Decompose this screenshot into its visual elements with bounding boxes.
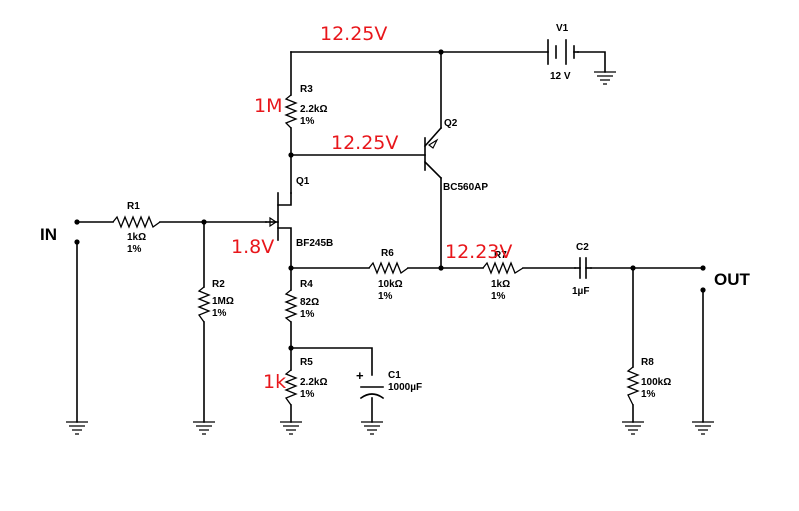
r8-tolerance: 1% bbox=[641, 389, 656, 400]
q2-base-annotation: 12.25V bbox=[331, 132, 398, 154]
capacitor-c2: C2 1µF bbox=[572, 242, 592, 297]
q1-model: BF245B bbox=[296, 238, 333, 249]
resistor-r5: R5 2.2kΩ 1% bbox=[284, 357, 327, 406]
r2-value: 1MΩ bbox=[212, 296, 234, 307]
ground-symbols bbox=[66, 71, 714, 435]
r7-ref: R7 bbox=[494, 250, 507, 261]
r3-tolerance: 1% bbox=[300, 116, 315, 127]
c1-value: 1000µF bbox=[388, 382, 422, 393]
r4-value: 82Ω bbox=[300, 297, 319, 308]
q2-collector-annotation: 12.23V bbox=[445, 241, 512, 263]
ground-icon bbox=[692, 421, 714, 435]
resistor-r6: R6 10kΩ 1% bbox=[368, 248, 409, 302]
resistor-r7: R7 1kΩ 1% bbox=[482, 250, 524, 302]
resistor-r4: R4 82Ω 1% bbox=[284, 279, 319, 323]
r6-value: 10kΩ bbox=[378, 279, 403, 290]
r5-tolerance: 1% bbox=[300, 389, 315, 400]
r8-ref: R8 bbox=[641, 357, 654, 368]
r3-annotation: 1M bbox=[254, 95, 282, 117]
r8-value: 100kΩ bbox=[641, 377, 671, 388]
r4-ref: R4 bbox=[300, 279, 313, 290]
r3-ref: R3 bbox=[300, 84, 313, 95]
input-port-label: IN bbox=[40, 225, 57, 244]
ground-icon bbox=[622, 421, 644, 435]
r3-value: 2.2kΩ bbox=[300, 104, 327, 115]
r7-tolerance: 1% bbox=[491, 291, 506, 302]
battery-v1: V1 12 V bbox=[547, 23, 579, 82]
ground-icon bbox=[280, 421, 302, 435]
ground-icon bbox=[66, 421, 88, 435]
output-port-label: OUT bbox=[714, 270, 751, 289]
q1-source-annotation: 1.8V bbox=[231, 236, 274, 258]
r5-ref: R5 bbox=[300, 357, 313, 368]
capacitor-c1: + C1 1000µF bbox=[356, 368, 422, 400]
r6-tolerance: 1% bbox=[378, 291, 393, 302]
r1-ref: R1 bbox=[127, 201, 140, 212]
pnp-q2: Q2 BC560AP bbox=[423, 118, 488, 193]
c1-polarity: + bbox=[356, 368, 364, 383]
wires bbox=[76, 51, 704, 423]
jfet-q1: Q1 BF245B bbox=[265, 176, 333, 249]
r1-tolerance: 1% bbox=[127, 244, 142, 255]
r5-value: 2.2kΩ bbox=[300, 377, 327, 388]
v1-ref: V1 bbox=[556, 23, 569, 34]
resistor-r3: R3 2.2kΩ 1% bbox=[284, 84, 327, 129]
ground-icon bbox=[361, 421, 383, 435]
r7-value: 1kΩ bbox=[491, 279, 510, 290]
ground-icon bbox=[594, 71, 616, 85]
c1-ref: C1 bbox=[388, 370, 401, 381]
q2-ref: Q2 bbox=[444, 118, 458, 129]
v1-value: 12 V bbox=[550, 71, 571, 82]
c2-ref: C2 bbox=[576, 242, 589, 253]
r5-annotation: 1k bbox=[263, 371, 286, 393]
resistor-r1: R1 1kΩ 1% bbox=[112, 201, 161, 255]
junction-dots bbox=[74, 49, 706, 351]
r1-value: 1kΩ bbox=[127, 232, 146, 243]
q2-model: BC560AP bbox=[443, 182, 488, 193]
r6-ref: R6 bbox=[381, 248, 394, 259]
c2-value: 1µF bbox=[572, 286, 589, 297]
r2-tolerance: 1% bbox=[212, 308, 227, 319]
resistor-r2: R2 1MΩ 1% bbox=[197, 279, 234, 323]
r2-ref: R2 bbox=[212, 279, 225, 290]
q1-ref: Q1 bbox=[296, 176, 310, 187]
supply-rail-annotation: 12.25V bbox=[320, 23, 387, 45]
voltage-annotations: 12.25V 1M 12.25V 1.8V 12.23V 1k bbox=[231, 23, 512, 393]
resistor-r8: R8 100kΩ 1% bbox=[626, 357, 671, 406]
ground-icon bbox=[193, 421, 215, 435]
r4-tolerance: 1% bbox=[300, 309, 315, 320]
